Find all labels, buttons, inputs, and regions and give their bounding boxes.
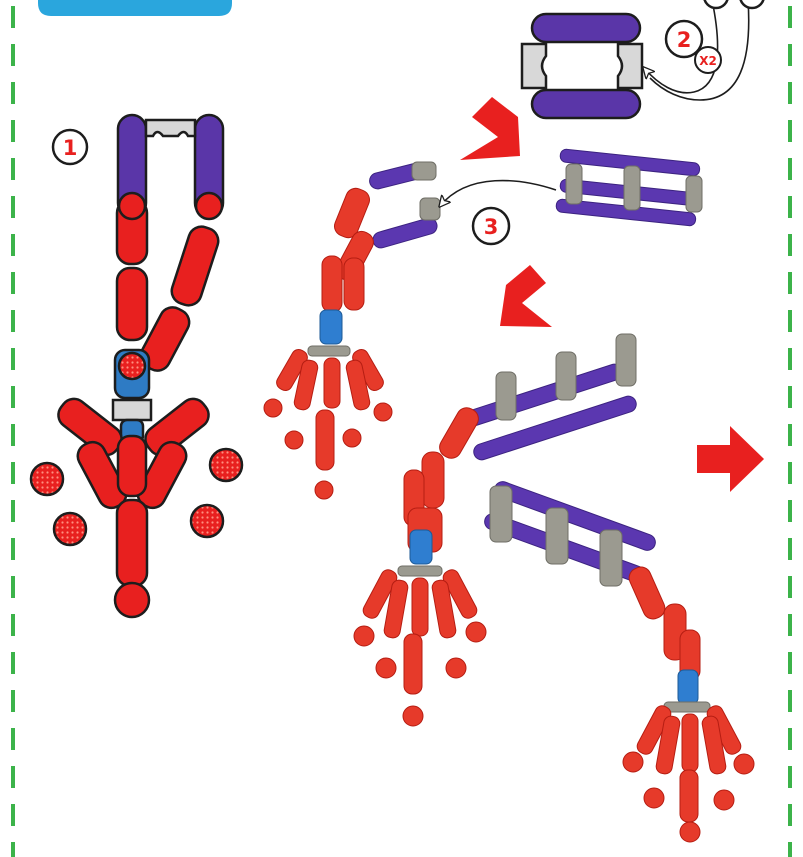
- next-page-arrow-icon: [697, 426, 764, 492]
- step3-ladder-part: [556, 149, 702, 227]
- step2-badge: 2 X2: [666, 21, 721, 73]
- step2-multiplier: X2: [699, 54, 717, 68]
- step3-number: 3: [484, 215, 499, 239]
- result-build-lower: [482, 479, 754, 842]
- step1-badge: 1: [53, 130, 87, 164]
- step2-number: 2: [677, 28, 692, 52]
- step3-partial-build: [264, 161, 440, 499]
- flow-arrow-1: [460, 97, 520, 160]
- step3-guide-arrow: [440, 181, 556, 206]
- step3-badge: 3: [473, 208, 509, 244]
- step1-illustration: [31, 115, 242, 617]
- step1-number: 1: [63, 136, 78, 160]
- step2-frame: [522, 14, 642, 118]
- header-tab: [38, 0, 232, 16]
- flow-arrow-2: [500, 265, 552, 327]
